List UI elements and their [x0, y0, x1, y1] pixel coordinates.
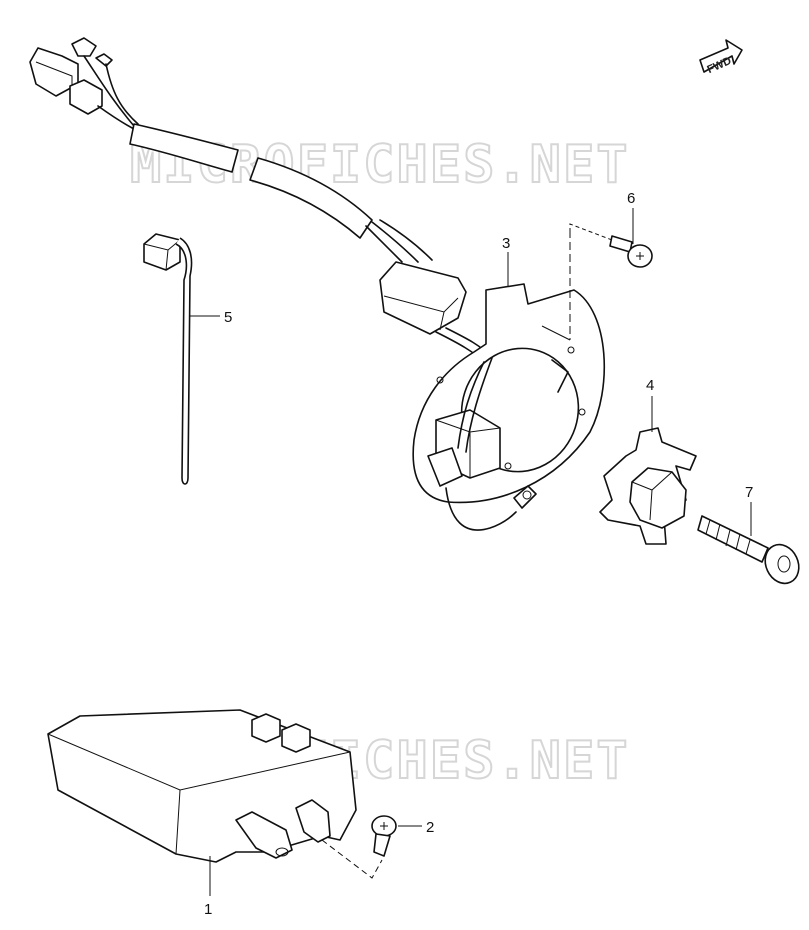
pickup-plate [412, 283, 605, 531]
wiring-harness [29, 37, 493, 363]
screw-2 [321, 815, 397, 879]
rotor-4 [599, 427, 697, 545]
callout-3: 3 [502, 235, 510, 252]
bolt-7 [697, 515, 800, 585]
callout-6: 6 [627, 190, 635, 207]
cdi-unit-1 [47, 709, 357, 863]
fwd-arrow-icon: FWD [699, 39, 743, 76]
callout-5: 5 [224, 309, 232, 326]
screw-6 [541, 223, 653, 341]
cable-tie-5 [143, 233, 193, 485]
callout-4: 4 [646, 377, 654, 394]
callout-7: 7 [745, 484, 753, 501]
callout-1: 1 [204, 901, 212, 918]
callout-2: 2 [426, 819, 434, 836]
